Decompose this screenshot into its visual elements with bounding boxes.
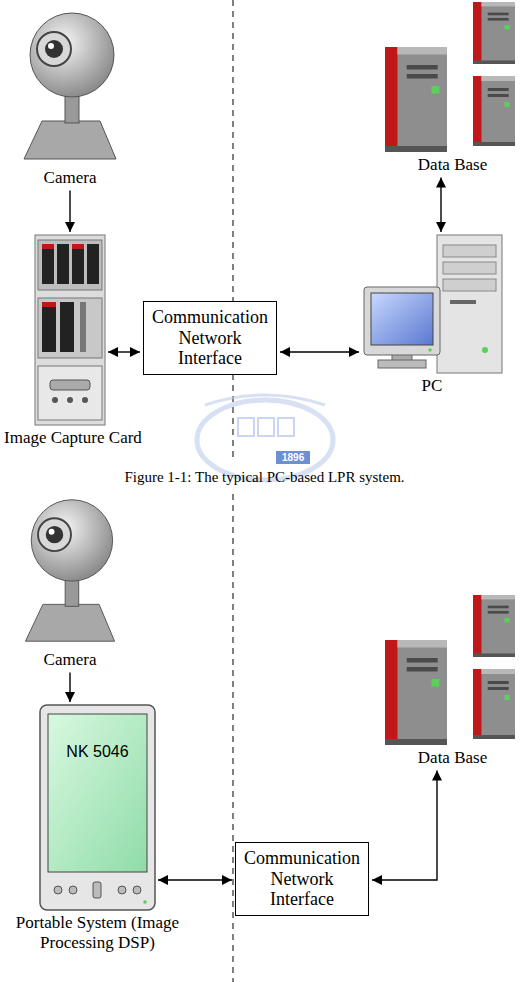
camera-icon — [24, 13, 116, 159]
database-icon — [385, 595, 515, 745]
icon-label: Data Base — [418, 748, 487, 768]
icon-label: Image Capture Card — [4, 428, 142, 448]
box-text: Communication Network Interface — [243, 848, 361, 910]
pc-node: PC — [362, 235, 502, 373]
separator-line — [233, 494, 234, 982]
connector-arrow — [158, 879, 232, 880]
portable-device-icon — [40, 705, 155, 910]
database-node: Data Base — [385, 595, 520, 745]
connector-arrow — [280, 351, 359, 352]
figure-caption: Figure 1-1: The typical PC-based LPR sys… — [0, 469, 529, 486]
watermark-text: 1896 — [276, 451, 310, 464]
icon-label: PC — [422, 376, 443, 396]
portable-system-node: NK 5046Portable System (Image Processing… — [40, 705, 155, 910]
capture-card-icon — [35, 235, 105, 425]
connector-arrow — [69, 191, 70, 232]
connector-arrow — [372, 771, 437, 880]
icon-label: Portable System (Image Processing DSP) — [8, 913, 188, 952]
database-icon — [385, 2, 515, 152]
icon-label: Camera — [44, 168, 97, 188]
pc-icon — [364, 235, 502, 373]
capture-card-node: Image Capture Card — [35, 235, 105, 425]
connector-arrow — [69, 673, 70, 702]
icon-label: Data Base — [418, 155, 487, 175]
separator-line — [233, 0, 234, 462]
icon-label: Camera — [44, 650, 97, 670]
box-text: Communication Network Interface — [151, 307, 269, 369]
connector-arrow — [440, 178, 441, 232]
process-box: Communication Network Interface — [235, 842, 369, 916]
process-box: Communication Network Interface — [143, 301, 277, 375]
camera-icon — [25, 500, 114, 641]
camera-node: Camera — [20, 5, 120, 165]
watermark-logo — [197, 395, 333, 480]
database-node: Data Base — [385, 2, 520, 152]
screen-text: NK 5046 — [40, 743, 155, 761]
camera-node: Camera — [20, 492, 120, 647]
connector-arrow — [108, 351, 140, 352]
